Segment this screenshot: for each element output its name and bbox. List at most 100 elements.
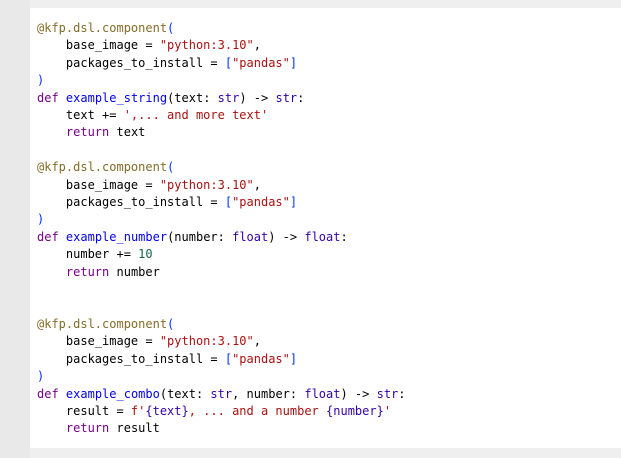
code-token-plain: ) -> (268, 229, 305, 244)
code-token-plain: result (109, 421, 160, 436)
code-line: @kfp.dsl.component( (37, 159, 613, 176)
code-token-bracket: ( (167, 316, 175, 331)
code-token-decorator: @kfp.dsl.component (37, 21, 168, 35)
code-line (37, 142, 613, 159)
code-token-string: , ... and a number (188, 403, 327, 418)
code-token-decorator: @kfp.dsl.component (37, 160, 168, 175)
code-token-bracket: ] (289, 55, 298, 70)
code-token-decorator: @kfp.dsl.component (37, 316, 168, 331)
code-token-plain (59, 387, 66, 401)
code-token-plain (37, 265, 66, 279)
code-token-keyword: return (65, 264, 110, 279)
code-token-bracket: ) (37, 73, 45, 88)
code-token-builtin: str (275, 90, 298, 105)
code-token-plain: : (297, 90, 305, 105)
code-token-plain: base_image = (37, 334, 160, 349)
code-token-plain: , number: (232, 386, 305, 401)
code-token-plain: , (253, 334, 261, 349)
code-token-builtin: float (304, 386, 341, 401)
code-token-bracket: [ (224, 55, 233, 70)
code-token-builtin: {text} (145, 403, 189, 418)
code-line: text += ',... and more text' (37, 107, 613, 124)
code-line: return result (37, 420, 613, 437)
code-token-string: ',... and more text' (123, 108, 269, 123)
left-gutter (0, 0, 30, 458)
code-line: packages_to_install = ["pandas"] (37, 194, 613, 211)
code-token-keyword: def (37, 386, 59, 401)
code-token-builtin: float (304, 229, 341, 244)
code-token-bracket: ( (167, 160, 175, 175)
code-token-string: "python:3.10" (159, 177, 254, 192)
code-token-string: ' (383, 403, 392, 418)
code-token-func: example_number (65, 229, 168, 244)
code-token-string: "pandas" (232, 195, 290, 210)
code-token-string: "python:3.10" (159, 38, 254, 53)
code-token-keyword: return (65, 125, 110, 140)
code-token-plain: , (253, 38, 261, 53)
code-token-plain: ) -> (239, 90, 276, 105)
code-token-string: "pandas" (232, 351, 290, 366)
code-block: @kfp.dsl.component( base_image = "python… (30, 8, 621, 446)
code-token-builtin: str (376, 386, 399, 401)
code-line: base_image = "python:3.10", (37, 333, 613, 350)
code-token-plain: (number: (167, 229, 233, 244)
code-line: ) (37, 211, 613, 228)
code-token-builtin: float (232, 229, 269, 244)
code-token-number: 10 (138, 247, 153, 262)
code-token-string: "pandas" (232, 55, 290, 70)
code-token-builtin: str (217, 90, 240, 105)
code-line (37, 281, 613, 298)
code-token-plain: number (109, 264, 160, 279)
code-token-plain: , (253, 177, 261, 192)
code-token-plain: (text: (159, 386, 211, 401)
code-line: return text (37, 124, 613, 141)
code-token-keyword: return (65, 421, 110, 436)
code-line: ) (37, 72, 613, 89)
code-token-keyword: def (37, 90, 59, 105)
code-line: return number (37, 264, 613, 281)
code-token-plain: : (340, 229, 348, 244)
code-token-plain: : (398, 386, 406, 401)
code-token-plain: text += (37, 108, 124, 123)
code-panel[interactable]: @kfp.dsl.component( base_image = "python… (30, 8, 621, 448)
code-line: @kfp.dsl.component( (37, 20, 613, 37)
code-token-plain: result = (37, 403, 131, 418)
code-token-plain: packages_to_install = (37, 351, 225, 366)
code-token-plain (37, 125, 66, 139)
code-token-plain: text (109, 125, 146, 140)
code-token-builtin: {number} (326, 403, 384, 418)
code-token-bracket: ) (37, 212, 45, 227)
code-line: ) (37, 368, 613, 385)
code-token-plain: ) -> (340, 386, 377, 401)
code-token-plain (59, 91, 66, 105)
code-token-bracket: [ (224, 195, 233, 210)
code-token-builtin: str (210, 386, 233, 401)
code-token-bracket: ] (289, 195, 298, 210)
code-token-bracket: ] (289, 351, 298, 366)
code-token-func: example_string (65, 90, 168, 105)
code-token-bracket: ) (37, 369, 45, 384)
code-line: def example_string(text: str) -> str: (37, 90, 613, 107)
code-line: base_image = "python:3.10", (37, 177, 613, 194)
code-token-plain: base_image = (37, 38, 160, 53)
code-token-plain: packages_to_install = (37, 55, 225, 70)
code-token-bracket: ( (167, 21, 175, 35)
code-token-plain: base_image = (37, 177, 160, 192)
code-line: @kfp.dsl.component( (37, 316, 613, 333)
code-line: base_image = "python:3.10", (37, 37, 613, 54)
code-token-plain (59, 230, 66, 244)
code-line (37, 299, 613, 316)
code-token-string: f' (130, 403, 146, 418)
code-line: def example_number(number: float) -> flo… (37, 229, 613, 246)
code-line: packages_to_install = ["pandas"] (37, 351, 613, 368)
code-token-bracket: [ (224, 351, 233, 366)
code-line: number += 10 (37, 246, 613, 263)
code-line: def example_combo(text: str, number: flo… (37, 386, 613, 403)
code-token-string: "python:3.10" (159, 334, 254, 349)
code-token-keyword: def (37, 229, 59, 244)
code-token-plain (37, 421, 66, 435)
code-token-plain: packages_to_install = (37, 195, 225, 210)
code-token-plain: (text: (167, 90, 218, 105)
code-token-func: example_combo (65, 386, 160, 401)
